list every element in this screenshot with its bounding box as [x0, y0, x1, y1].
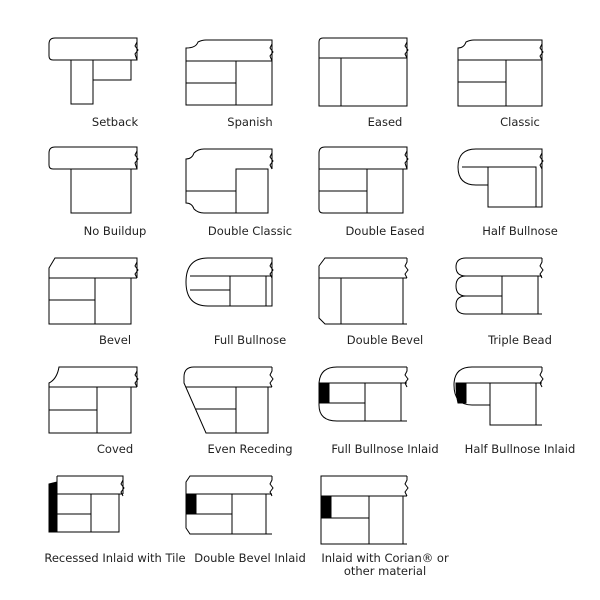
edge-double-eased: Double Eased	[315, 145, 455, 254]
eased-diagram	[318, 37, 409, 107]
half-bullnose-diagram	[457, 148, 544, 208]
edge-label: Bevel	[98, 333, 132, 347]
edge-even-receding: Even Receding	[180, 363, 320, 472]
edge-no-buildup: No Buildup	[45, 145, 185, 254]
classic-diagram	[457, 39, 544, 107]
spanish-diagram	[185, 39, 274, 106]
edge-label: Half Bullnose	[482, 224, 558, 238]
edge-recessed-inlaid-tile: Recessed Inlaid with Tile	[44, 472, 186, 581]
edge-label: Triple Bead	[488, 333, 552, 347]
edge-half-bullnose-inlaid: Half Bullnose Inlaid	[450, 363, 590, 472]
edge-label: Coved	[96, 442, 134, 456]
edge-label: Full Bullnose	[213, 333, 287, 347]
edge-label: Even Receding	[207, 442, 293, 456]
edge-label: Inlaid with Corian® or other material	[321, 551, 449, 578]
bevel-diagram	[48, 257, 139, 325]
edge-classic: Classic	[450, 36, 590, 145]
edge-label: Classic	[500, 115, 540, 129]
edge-coved: Coved	[45, 363, 185, 472]
half-bullnose-inlaid-diagram	[453, 366, 544, 426]
edge-bevel: Bevel	[45, 254, 185, 363]
edge-double-classic: Double Classic	[180, 145, 320, 254]
double-bevel-diagram	[318, 257, 409, 325]
edge-setback: Setback	[45, 36, 185, 145]
edge-label: Spanish	[227, 115, 273, 129]
edge-label: Double Bevel Inlaid	[194, 551, 306, 565]
edge-eased: Eased	[315, 36, 455, 145]
edge-label: No Buildup	[83, 224, 147, 238]
edge-double-bevel-inlaid: Double Bevel Inlaid	[180, 472, 320, 581]
edge-triple-bead: Triple Bead	[450, 254, 590, 363]
inlaid-corian-diagram	[320, 475, 409, 545]
edge-full-bullnose: Full Bullnose	[180, 254, 320, 363]
double-eased-diagram	[318, 146, 409, 214]
coved-diagram	[48, 366, 139, 434]
even-receding-diagram	[183, 366, 274, 434]
edge-label: Recessed Inlaid with Tile	[44, 551, 186, 565]
edge-label: Setback	[91, 115, 139, 129]
edge-label: Half Bullnose Inlaid	[464, 442, 576, 456]
recessed-inlaid-tile-diagram	[48, 475, 125, 533]
edge-half-bullnose: Half Bullnose	[450, 145, 590, 254]
edge-full-bullnose-inlaid: Full Bullnose Inlaid	[315, 363, 455, 472]
edge-label: Double Bevel	[346, 333, 424, 347]
edge-inlaid-corian: Inlaid with Corian® or other material	[315, 472, 455, 581]
setback-diagram	[48, 37, 139, 105]
full-bullnose-diagram	[185, 257, 274, 307]
edge-label: Double Classic	[207, 224, 293, 238]
double-bevel-inlaid-diagram	[185, 475, 274, 535]
edge-spanish: Spanish	[180, 36, 320, 145]
edge-label: Full Bullnose Inlaid	[331, 442, 439, 456]
no-buildup-diagram	[48, 146, 139, 214]
triple-bead-diagram	[455, 257, 544, 315]
edge-double-bevel: Double Bevel	[315, 254, 455, 363]
edge-label: Double Eased	[345, 224, 425, 238]
double-classic-diagram	[185, 148, 274, 214]
edge-label: Eased	[367, 115, 403, 129]
full-bullnose-inlaid-diagram	[318, 366, 409, 422]
